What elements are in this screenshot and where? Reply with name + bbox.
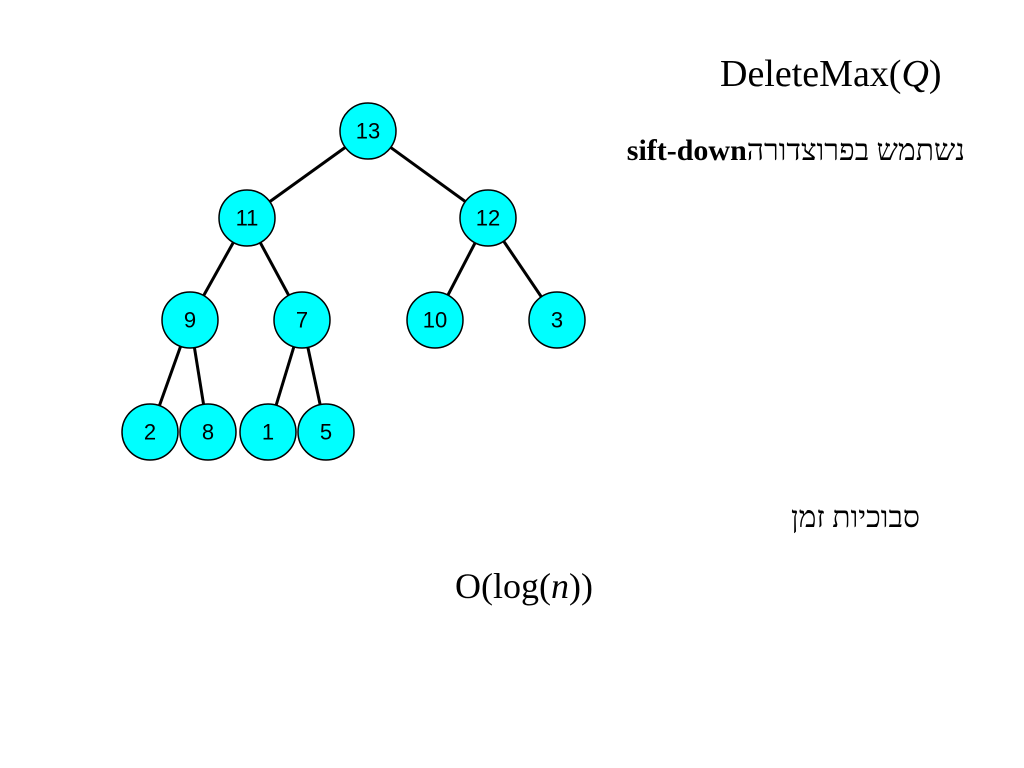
heap-node: 1 xyxy=(239,403,297,461)
heap-node-circle xyxy=(239,403,297,461)
heap-node-label: 11 xyxy=(236,206,259,231)
slide-subtitle: נשתמש בפרוצדורהsift-down xyxy=(618,136,965,166)
title-closing-paren: ) xyxy=(928,53,942,95)
heap-node: 8 xyxy=(179,403,237,461)
heap-node-label: 2 xyxy=(144,420,156,445)
heap-node-circle xyxy=(297,403,355,461)
heap-node-label: 8 xyxy=(202,420,214,445)
heap-node-circle xyxy=(339,102,397,160)
heap-node-label: 3 xyxy=(551,308,563,333)
formula-variable: n xyxy=(550,566,569,606)
heap-node-circle xyxy=(273,291,331,349)
subtitle-procedure-name: sift-down xyxy=(626,134,747,167)
heap-node: 3 xyxy=(528,291,586,349)
heap-node: 2 xyxy=(121,403,179,461)
heap-node-label: 10 xyxy=(423,308,447,333)
heap-node-label: 9 xyxy=(184,308,196,333)
heap-node-circle xyxy=(161,291,219,349)
heap-node: 10 xyxy=(406,291,464,349)
heap-node-circle xyxy=(218,189,276,247)
heap-node-label: 12 xyxy=(476,206,500,231)
heap-node-circle xyxy=(406,291,464,349)
title-argument: Q xyxy=(901,53,929,95)
heap-node-circle xyxy=(121,403,179,461)
heap-node-circle xyxy=(179,403,237,461)
heap-node-label: 5 xyxy=(320,420,332,445)
heap-node-label: 7 xyxy=(296,308,308,333)
heap-node: 12 xyxy=(459,189,517,247)
heap-node: 5 xyxy=(297,403,355,461)
time-complexity-heading: סבוכיות זמן xyxy=(791,501,920,534)
formula-suffix: )) xyxy=(568,566,593,606)
heap-edges xyxy=(148,129,559,433)
subtitle-text: נשתמש בפרוצדורה xyxy=(746,134,965,167)
heap-node-label: 1 xyxy=(262,420,274,445)
heap-nodes: 13 11 12 9 7 10 3 2 xyxy=(121,102,586,461)
heap-node: 7 xyxy=(273,291,331,349)
heap-node-label: 13 xyxy=(356,119,380,144)
heap-node-circle xyxy=(459,189,517,247)
title-function-name: DeleteMax( xyxy=(720,53,902,95)
slide-title: DeleteMax(Q) xyxy=(720,55,942,93)
heap-node-root: 13 xyxy=(339,102,397,160)
time-complexity-formula: O(log(n)) xyxy=(455,568,593,604)
heap-node: 9 xyxy=(161,291,219,349)
formula-prefix: O(log( xyxy=(455,566,551,606)
heap-node: 11 xyxy=(218,189,276,247)
heap-node-circle xyxy=(528,291,586,349)
heap-tree-diagram: 13 11 12 9 7 10 3 2 xyxy=(121,102,586,461)
